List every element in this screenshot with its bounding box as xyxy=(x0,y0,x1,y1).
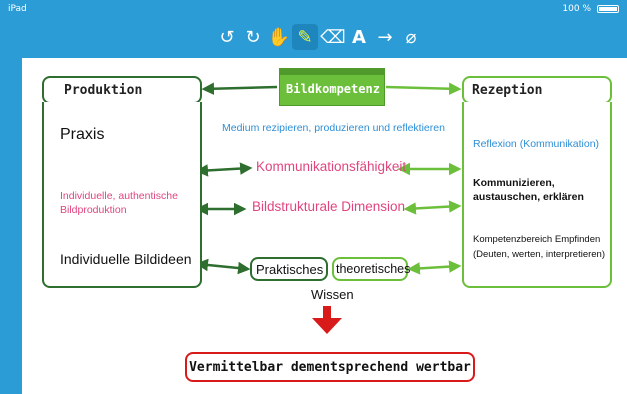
down-arrow-icon xyxy=(312,306,342,334)
medium-text: Medium rezipieren, produzieren und refle… xyxy=(222,122,445,134)
battery-text: 100 % xyxy=(562,4,591,14)
middle-item-kommunikation: Kommunikationsfähigkeit xyxy=(256,159,407,174)
arrow-center-left xyxy=(201,82,278,95)
pen-icon[interactable]: ✎ xyxy=(292,24,318,50)
middle-item-bildstruktur: Bildstrukturale Dimension xyxy=(252,199,406,214)
right-item-reflexion: Reflexion (Kommunikation) xyxy=(473,138,600,150)
toolbar: ↺ ↻ ✋ ✎ ⌫ A → ⌀ xyxy=(0,18,627,56)
right-item-empfinden: Kompetenzbereich Empfinden (Deuten, wert… xyxy=(473,234,606,260)
status-bar: iPad 100 % xyxy=(0,0,627,18)
conclusion-box: Vermittelbar dementsprechend wertbar xyxy=(185,352,475,382)
produktion-header: Produktion xyxy=(42,76,202,104)
left-item-praxis: Praxis xyxy=(60,126,105,143)
produktion-box xyxy=(42,102,202,288)
note-canvas[interactable]: Produktion Praxis Individuelle, authenti… xyxy=(22,58,627,394)
hand-icon[interactable]: ✋ xyxy=(267,26,291,48)
bildkompetenz-box: Bildkompetenz xyxy=(279,68,385,106)
battery-icon xyxy=(597,5,619,13)
arrow-wissen-right xyxy=(407,260,462,275)
eraser-icon[interactable]: ⌫ xyxy=(320,26,346,48)
arrow-center-right xyxy=(385,82,462,95)
redo-icon[interactable]: ↻ xyxy=(245,26,261,48)
paperclip-icon[interactable]: ⌀ xyxy=(405,26,417,48)
praktisches-box: Praktisches xyxy=(250,257,328,281)
conclusion-text: Vermittelbar dementsprechend wertbar xyxy=(189,360,471,375)
undo-icon[interactable]: ↺ xyxy=(219,26,235,48)
rezeption-header: Rezeption xyxy=(462,76,612,104)
arrow-icon[interactable]: → xyxy=(377,26,393,48)
right-item-kommunizieren: Kommunizieren, austauschen, erklären xyxy=(473,177,584,203)
arrow-comm-left xyxy=(195,162,253,177)
text-icon[interactable]: A xyxy=(352,26,366,48)
left-item-bildproduktion: Individuelle, authentische Bildproduktio… xyxy=(60,190,178,216)
theoretisches-box: theoretisches xyxy=(332,257,410,281)
arrow-struct-right xyxy=(403,200,462,215)
connector-arrows xyxy=(195,82,462,334)
device-label: iPad xyxy=(8,4,27,14)
left-item-bildideen: Individuelle Bildideen xyxy=(60,251,192,267)
rezeption-box xyxy=(462,102,612,288)
wissen-label: Wissen xyxy=(311,287,354,302)
arrow-wissen-left xyxy=(195,258,251,275)
